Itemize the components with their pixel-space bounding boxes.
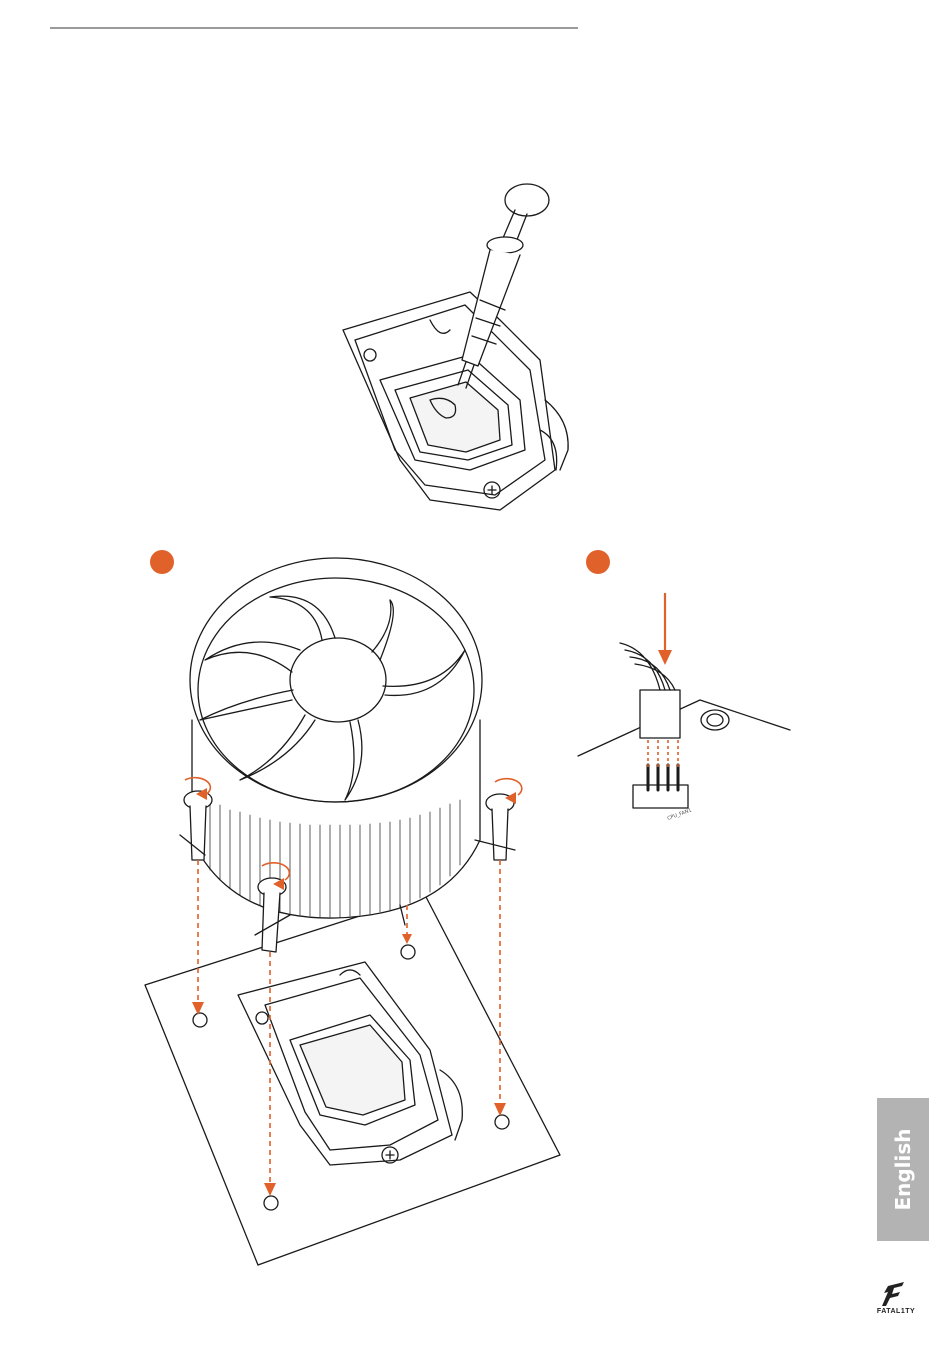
logo-wordmark: FATAL1TY: [866, 1308, 926, 1315]
cpu-cooler: [190, 558, 482, 918]
cpu-socket-bottom: [238, 962, 462, 1165]
cpu-socket-top: [343, 292, 568, 510]
step-marker-2: [586, 550, 610, 574]
fan-header-illustration: [578, 643, 790, 808]
language-label: English: [877, 1098, 929, 1241]
language-tab: English: [877, 1098, 929, 1241]
fatal1ty-logo: FATAL1TY: [866, 1280, 926, 1320]
step-marker-1: [150, 550, 174, 574]
fatal1ty-logo-icon: [866, 1280, 926, 1308]
fan-header-label: CPU_FAN1: [667, 808, 693, 822]
